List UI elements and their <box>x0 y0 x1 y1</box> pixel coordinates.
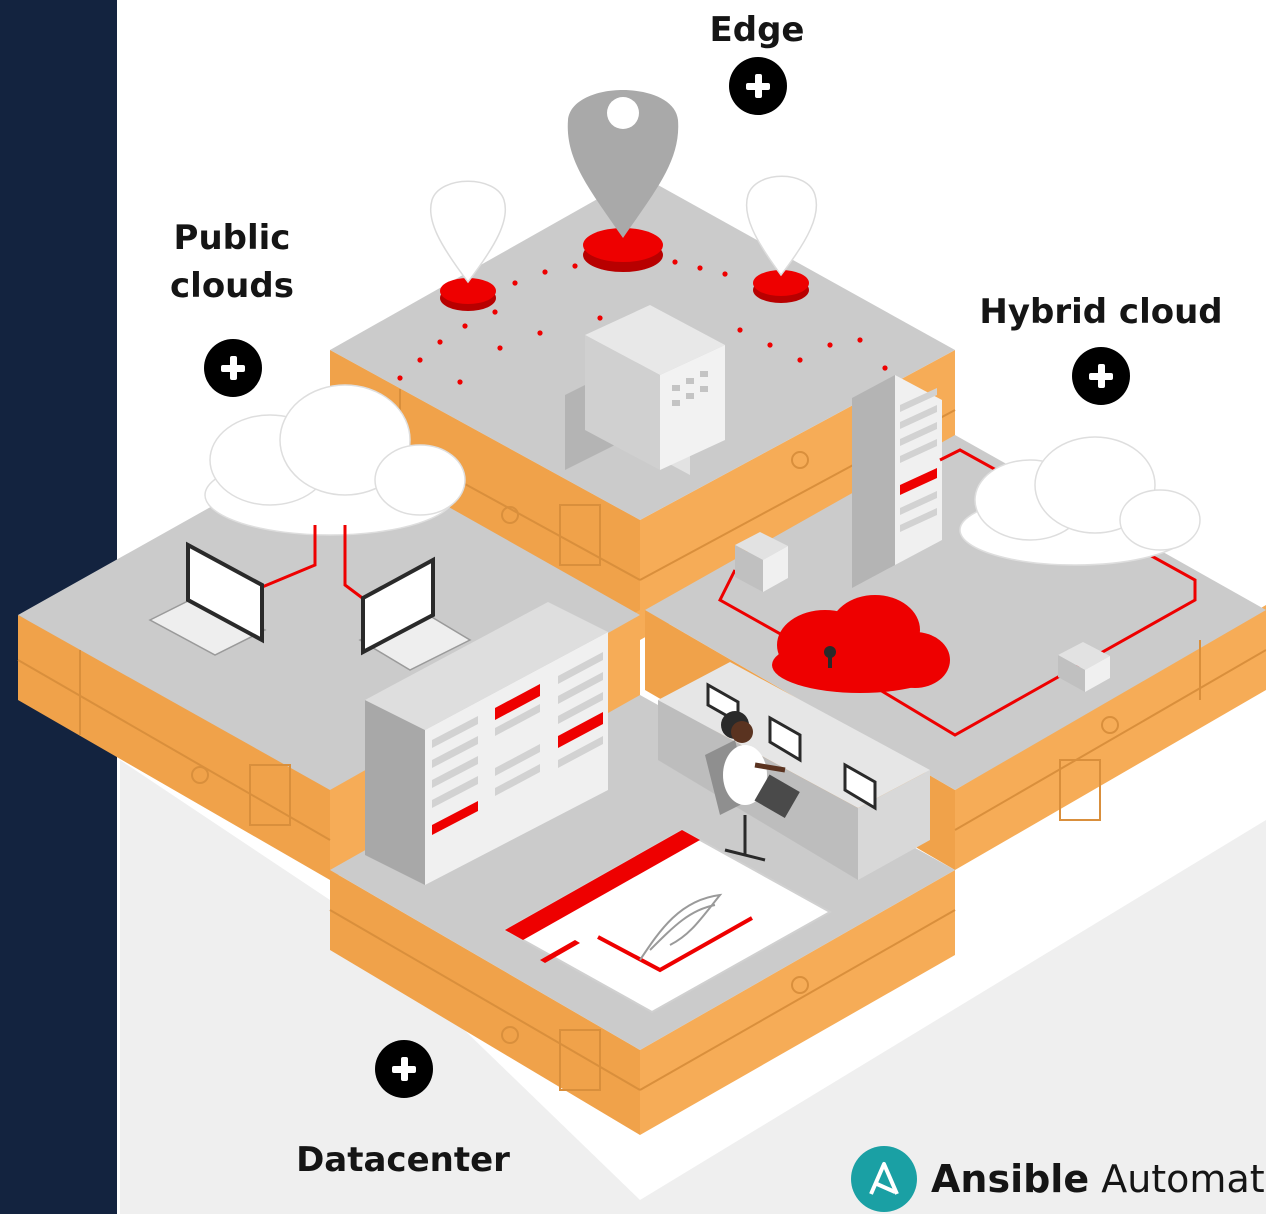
laptop-icon <box>148 541 267 656</box>
datacenter-plus-icon[interactable] <box>375 1040 433 1098</box>
datacenter-label: Datacenter <box>296 1140 510 1180</box>
hybrid-cloud-plus-icon[interactable] <box>1072 347 1130 405</box>
public-clouds-label-line2: clouds <box>170 266 294 306</box>
datacenter-block <box>329 602 956 1135</box>
brand-name: Ansible <box>931 1156 1090 1201</box>
edge-label: Edge <box>709 10 805 50</box>
operator-figure <box>705 711 800 862</box>
laptop-icon <box>358 556 472 671</box>
public-clouds-label-line1: Public <box>173 218 291 258</box>
map-pin-icon <box>567 90 679 238</box>
brand-suffix: Automates <box>1101 1156 1266 1201</box>
edge-plus-icon[interactable] <box>729 57 787 115</box>
public-clouds-plus-icon[interactable] <box>204 339 262 397</box>
ansible-logo-icon <box>851 1145 917 1212</box>
hybrid-cloud-label: Hybrid cloud <box>979 292 1223 332</box>
brand-text: Ansible Automates <box>931 1157 1266 1201</box>
hybrid-cloud-block <box>645 375 1266 870</box>
ansible-brand: Ansible Automates <box>851 1143 1266 1214</box>
